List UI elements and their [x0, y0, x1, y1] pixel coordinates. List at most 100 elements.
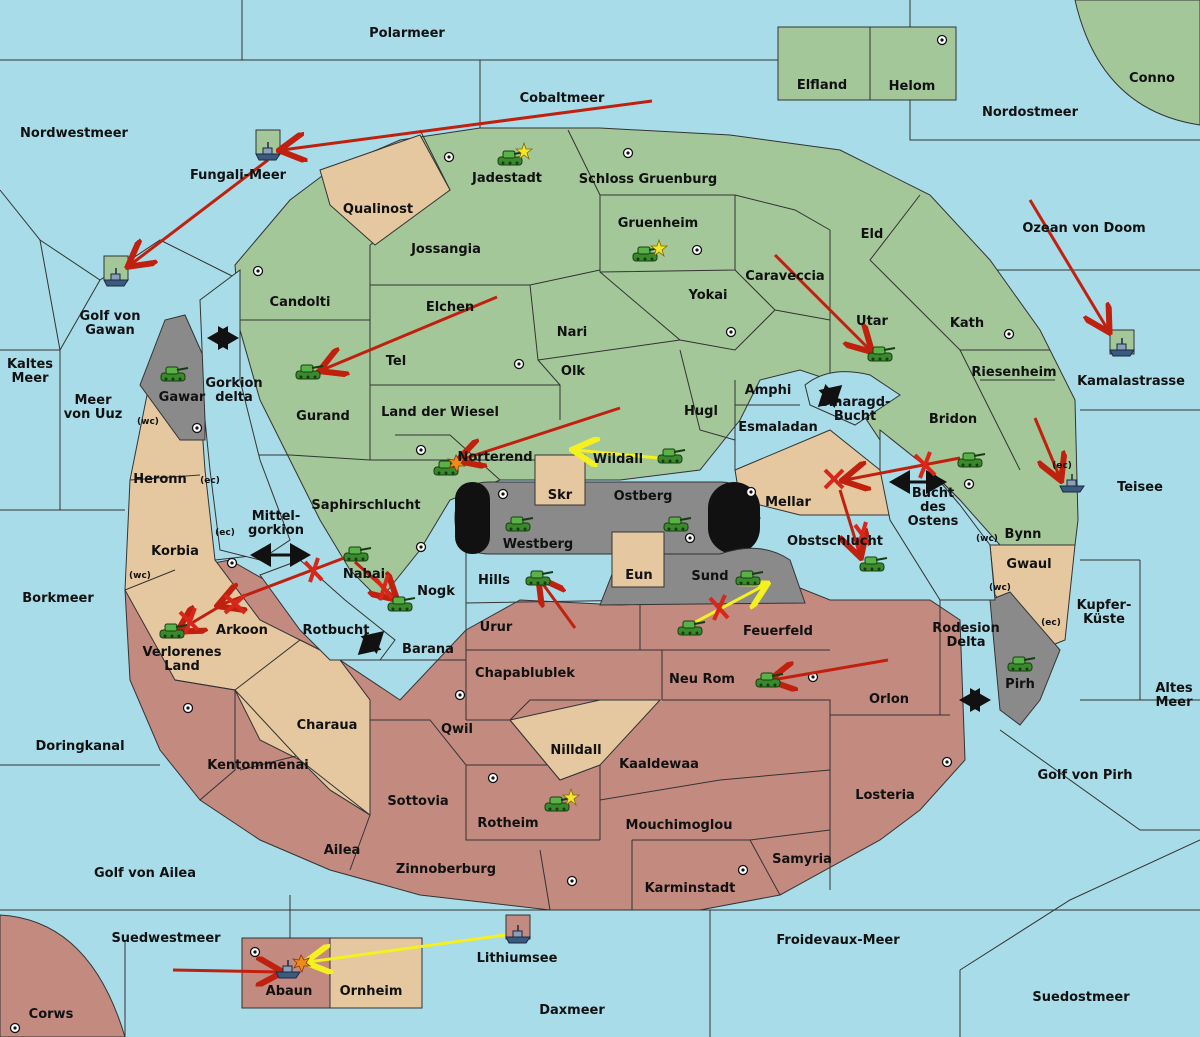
- supply-center-icon: [252, 265, 264, 277]
- move-arrow: [845, 456, 961, 480]
- label-teisee: Teisee: [1117, 480, 1163, 495]
- label-corws: Corws: [29, 1007, 74, 1022]
- label-qwil: Qwil: [441, 722, 473, 737]
- support-arrow: [575, 450, 659, 458]
- move-arrow: [540, 580, 577, 629]
- label-gruenheim: Gruenheim: [618, 216, 698, 231]
- label-qualinost: Qualinost: [343, 202, 413, 217]
- supply-center-icon: [182, 702, 194, 714]
- move-arrow: [460, 406, 621, 460]
- tunnel-east: [708, 482, 760, 554]
- label-arkoon: Arkoon: [216, 623, 268, 638]
- label-chapablublek: Chapablublek: [475, 666, 575, 681]
- label-heronn: Heronn: [133, 472, 187, 487]
- label-barana: Barana: [402, 642, 454, 657]
- supply-center-icon: [487, 772, 499, 784]
- label-kaaldewaa: Kaaldewaa: [619, 757, 699, 772]
- label-saphirschlucht: Saphirschlucht: [311, 498, 420, 513]
- supply-center-icon: [941, 756, 953, 768]
- label-mouchimoglou: Mouchimoglou: [626, 818, 733, 833]
- label-nabai: Nabai: [343, 567, 385, 582]
- region-conno: [1074, 0, 1200, 126]
- supply-center-icon: [745, 486, 757, 498]
- supply-center-icon: [936, 34, 948, 46]
- label-olk: Olk: [561, 364, 586, 379]
- supply-center-icon: [191, 422, 203, 434]
- coast-label-teisee-ec: (ec): [1052, 461, 1072, 471]
- supply-center-icon: [963, 478, 975, 490]
- label-daxmeer: Daxmeer: [539, 1003, 605, 1018]
- label-bridon: Bridon: [929, 412, 977, 427]
- label-candolti: Candolti: [270, 295, 331, 310]
- move-arrow: [130, 158, 269, 265]
- label-froidevaux-meer: Froidevaux-Meer: [776, 933, 900, 948]
- label-ozean-von-doom: Ozean von Doom: [1022, 221, 1145, 236]
- label-rotbucht: Rotbucht: [303, 623, 370, 638]
- coast-label-bynn-wc: (wc): [976, 534, 998, 544]
- label-feuerfeld: Feuerfeld: [743, 624, 813, 639]
- label-wildall: Wildall: [593, 452, 643, 467]
- label-gwaul: Gwaul: [1006, 557, 1051, 572]
- coast-label-heronn-ec: (ec): [200, 476, 220, 486]
- coast-label-korbia-ec: (ec): [215, 528, 235, 538]
- label-doringkanal: Doringkanal: [35, 739, 124, 754]
- label-caraveccia: Caraveccia: [745, 269, 824, 284]
- supply-center-icon: [9, 1022, 21, 1034]
- coast-labels: (wc)(ec)(ec)(wc)(wc)(wc)(ec)(ec): [129, 417, 1072, 628]
- label-hugl: Hugl: [684, 404, 718, 419]
- label-samyria: Samyria: [772, 852, 832, 867]
- label-jadestadt: Jadestadt: [471, 171, 542, 186]
- label-utar: Utar: [856, 314, 889, 329]
- label-rotheim: Rotheim: [477, 816, 538, 831]
- supply-center-icon: [622, 147, 634, 159]
- supply-center-icon: [1003, 328, 1015, 340]
- label-losteria: Losteria: [855, 788, 915, 803]
- label-elfland: Elfland: [797, 78, 847, 93]
- region-borders: [124, 129, 1055, 911]
- label-land-der-wiesel: Land der Wiesel: [381, 405, 499, 420]
- move-arrow: [773, 253, 870, 350]
- label-pirh: Pirh: [1005, 677, 1035, 692]
- region-skr: [534, 454, 586, 506]
- passage-arrow: [357, 630, 385, 656]
- supply-center-icon: [513, 358, 525, 370]
- supply-center-icon: [454, 689, 466, 701]
- label-karminstadt: Karminstadt: [645, 881, 736, 896]
- supply-center-icon: [737, 864, 749, 876]
- coast-label-gwaul-wc: (wc): [989, 583, 1011, 593]
- label-skr: Skr: [548, 488, 573, 503]
- label-polarmeer: Polarmeer: [369, 26, 445, 41]
- label-nordostmeer: Nordostmeer: [982, 105, 1079, 120]
- supply-center-icon: [725, 326, 737, 338]
- label-golf-von-pirh: Golf von Pirh: [1037, 768, 1132, 783]
- region-corws: [0, 914, 126, 1037]
- label-mittel-gorkion: Mittel-gorkion: [248, 509, 304, 538]
- label-ostberg: Ostberg: [614, 489, 673, 504]
- label-obstschlucht: Obstschlucht: [787, 534, 883, 549]
- label-eld: Eld: [861, 227, 884, 242]
- label-cobaltmeer: Cobaltmeer: [520, 91, 605, 106]
- supply-centers: [9, 34, 1015, 1034]
- label-conno: Conno: [1129, 71, 1175, 86]
- label-elchen: Elchen: [426, 300, 474, 315]
- label-sottovia: Sottovia: [387, 794, 448, 809]
- tunnel-west: [455, 482, 490, 554]
- label-hills: Hills: [478, 573, 510, 588]
- label-amphi: Amphi: [745, 383, 792, 398]
- label-helom: Helom: [889, 79, 936, 94]
- supply-center-icon: [691, 244, 703, 256]
- label-jossangia: Jossangia: [410, 242, 481, 257]
- label-nilldall: Nilldall: [550, 743, 601, 758]
- supply-center-icon: [415, 541, 427, 553]
- passage-arrow: [817, 384, 843, 408]
- region-nilldall: [509, 699, 662, 781]
- capital-star-icon: [514, 141, 669, 807]
- label-borkmeer: Borkmeer: [22, 591, 94, 606]
